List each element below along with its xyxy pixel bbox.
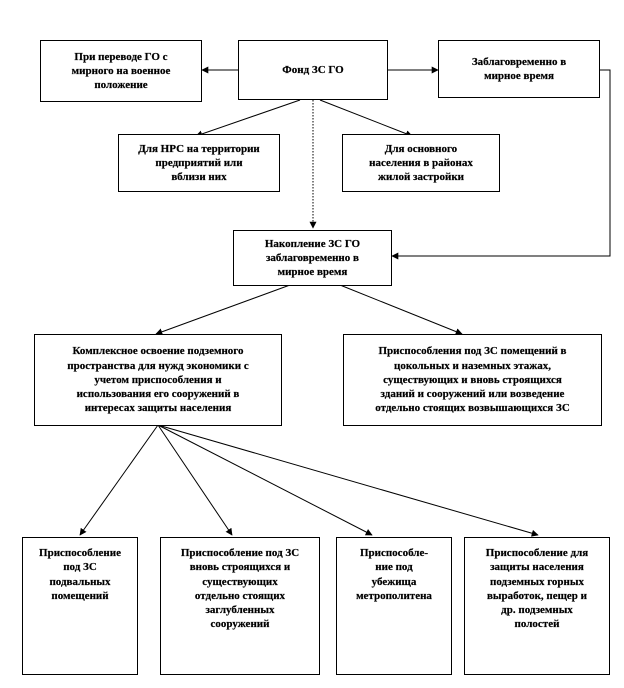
node-nrs: Для НРС на территории предприятий или вб… [118,134,280,192]
node-population: Для основного населения в районах жилой … [342,134,500,192]
arrow-underground-to-standalone [157,424,233,536]
node-basement: Приспособление под ЗС подвальных помещен… [22,537,138,675]
node-mines: Приспособление для защиты населения подз… [464,537,610,675]
arrow-fund-to-nrs [195,99,301,138]
arrow-fund-to-population [319,99,413,137]
node-premises: Приспособления под ЗС помещений в цоколь… [343,334,602,426]
arrow-underground-to-metro [157,424,373,536]
node-fund: Фонд ЗС ГО [238,40,388,100]
node-conversion: При переводе ГО с мирного на военное пол… [40,40,202,102]
node-metro: Приспособле- ние под убежища метрополите… [336,537,452,675]
arrow-accumulation-to-premises [339,284,463,335]
arrow-underground-to-mines [157,424,539,537]
node-advance: Заблаговременно в мирное время [438,40,600,98]
arrow-accumulation-to-underground [155,284,291,336]
arrow-underground-to-basement [79,424,159,536]
node-underground: Комплексное освоение подземного простран… [34,334,282,426]
node-accumulation: Накопление ЗС ГО заблаговременно в мирно… [233,230,392,286]
node-standalone: Приспособление под ЗС вновь строящихся и… [160,537,320,675]
arrow-advance-to-accumulation [391,69,611,260]
